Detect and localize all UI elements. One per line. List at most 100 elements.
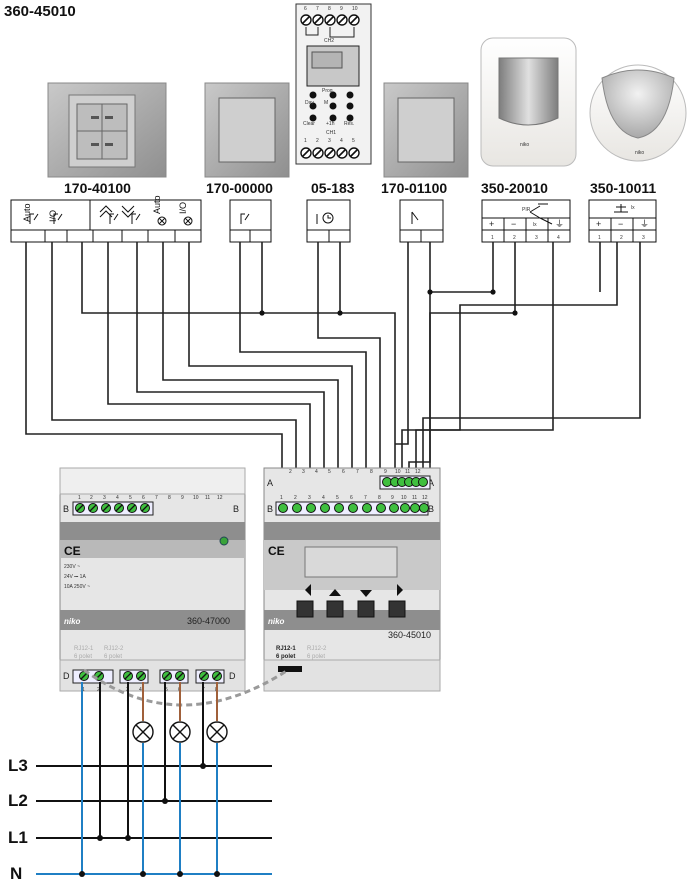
- schematic-switch1-block: [229, 199, 272, 243]
- svg-text:2: 2: [90, 495, 93, 501]
- bus-label-l1: L1: [8, 828, 28, 847]
- pir-terminal-number: 3: [535, 235, 538, 241]
- svg-text:12: 12: [217, 495, 223, 501]
- timer-top-number: 6: [304, 6, 307, 12]
- svg-text:9: 9: [181, 495, 184, 501]
- controller-model: 360-45010: [388, 630, 431, 640]
- timer-ch2-label: CH2: [324, 38, 334, 44]
- timer-button-label: M: [324, 100, 328, 106]
- component-label: 350-20010: [481, 180, 548, 196]
- control-wires: [25, 242, 641, 498]
- dimmer-row-b: B: [63, 504, 69, 514]
- timer-bottom-number: 2: [316, 138, 319, 144]
- pir-sensor-photo: niko: [480, 37, 577, 167]
- timer-ch1-label: CH1: [326, 130, 336, 136]
- svg-text:8: 8: [168, 495, 171, 501]
- label-auto: Auto: [152, 195, 162, 214]
- timer-top-number: 9: [340, 6, 343, 12]
- lamp-icon: [132, 721, 154, 743]
- timer-button-label: Clear: [303, 121, 315, 127]
- lux-brand: niko: [635, 150, 644, 156]
- dimmer-rj-label: RJ12-1: [74, 646, 94, 652]
- controller-row-b: B: [267, 504, 273, 514]
- dimmer-row-b: B: [233, 504, 239, 514]
- svg-text:11: 11: [412, 495, 417, 501]
- bus-label-l3: L3: [8, 756, 28, 775]
- schematic-timer-block: [306, 199, 351, 243]
- svg-text:10: 10: [193, 495, 199, 501]
- component-label: 05-183: [311, 180, 355, 196]
- svg-text:6: 6: [342, 469, 345, 475]
- svg-text:8: 8: [370, 469, 373, 475]
- lamp-icons: [132, 721, 228, 743]
- dimmer-rj-label: RJ12-2: [104, 646, 124, 652]
- svg-text:1: 1: [78, 495, 81, 501]
- dimmer-row-d: D: [229, 671, 236, 681]
- timer-top-number: 10: [352, 6, 358, 12]
- lux-terminal-number: 2: [620, 235, 623, 241]
- pir-terminal-sign: −: [511, 219, 516, 229]
- component-label: 350-10011: [590, 180, 656, 196]
- lux-terminal-number: 3: [642, 235, 645, 241]
- svg-text:11: 11: [205, 495, 210, 501]
- svg-text:10: 10: [401, 495, 407, 501]
- label-pir: PIR: [522, 207, 531, 213]
- component-label: 170-00000: [206, 180, 273, 196]
- page-title: 360-45010: [4, 3, 76, 20]
- dimmer-top-numbers: 1 2 3 4 5 6 7 8 9 10 11 12: [78, 495, 223, 501]
- controller-row-a-screws: [382, 477, 428, 487]
- timer-button-label: Res.: [344, 121, 354, 127]
- label-io: I/O: [178, 202, 188, 214]
- svg-text:9: 9: [384, 469, 387, 475]
- svg-text:2: 2: [97, 687, 100, 693]
- pir-terminal-number: 4: [557, 235, 560, 241]
- dimmer-spec: 230V ~: [64, 564, 80, 570]
- svg-text:1: 1: [82, 687, 85, 693]
- lamp-icon: [169, 721, 191, 743]
- pir-terminal-number: 1: [491, 235, 494, 241]
- svg-text:6: 6: [142, 495, 145, 501]
- timer-button-label: Day: [305, 100, 314, 106]
- svg-text:12: 12: [415, 469, 421, 475]
- dimmer-rj-label: 6 polet: [74, 654, 92, 660]
- wire-junctions: [259, 289, 518, 316]
- dimmer-ce-mark: CE: [64, 544, 81, 558]
- timer-top-number: 8: [328, 6, 331, 12]
- svg-text:3: 3: [302, 469, 305, 475]
- svg-text:4: 4: [322, 495, 325, 501]
- controller-brand: niko: [268, 617, 285, 626]
- dimmer-rj-label: 6 polet: [104, 654, 122, 660]
- svg-text:2: 2: [289, 469, 292, 475]
- power-bus-lines: [36, 765, 272, 875]
- svg-text:5: 5: [328, 469, 331, 475]
- controller-row-b-numbers: 1 2 3 4 5 6 7 8 9 10 11 12: [280, 495, 428, 501]
- svg-text:3: 3: [103, 495, 106, 501]
- lux-sensor-photo: niko: [589, 64, 687, 162]
- controller-nav-buttons: [296, 584, 406, 618]
- lux-terminal-sign: −: [618, 219, 623, 229]
- component-label: 170-40100: [64, 180, 131, 196]
- svg-text:4: 4: [116, 495, 119, 501]
- svg-text:2: 2: [294, 495, 297, 501]
- lux-terminal-sign: +: [596, 219, 601, 229]
- timer-bottom-number: 3: [328, 138, 331, 144]
- timer-top-number: 7: [316, 6, 319, 12]
- label-auto: Auto: [22, 203, 32, 222]
- label-lx: lx: [631, 205, 635, 211]
- pir-terminal-sign: ⏚: [555, 219, 564, 229]
- timer-bottom-number: 4: [340, 138, 343, 144]
- lux-terminal-sign: ⏚: [640, 219, 649, 229]
- dimmer-spec: 24V ⎓ 1A: [64, 574, 86, 580]
- controller-row-a: A: [267, 478, 273, 488]
- svg-text:7: 7: [356, 469, 359, 475]
- dimmer-brand: niko: [64, 617, 81, 626]
- lamp-icon: [206, 721, 228, 743]
- pir-brand: niko: [520, 142, 529, 148]
- svg-text:4: 4: [315, 469, 318, 475]
- controller-rj-label: RJ12-1: [276, 646, 296, 652]
- dimmer-module: CE 230V ~ 24V ⎓ 1A 10A 250V ~ niko 360-4…: [59, 467, 246, 693]
- svg-text:8: 8: [378, 495, 381, 501]
- lux-terminal-number: 1: [598, 235, 601, 241]
- bus-label-n: N: [10, 864, 22, 881]
